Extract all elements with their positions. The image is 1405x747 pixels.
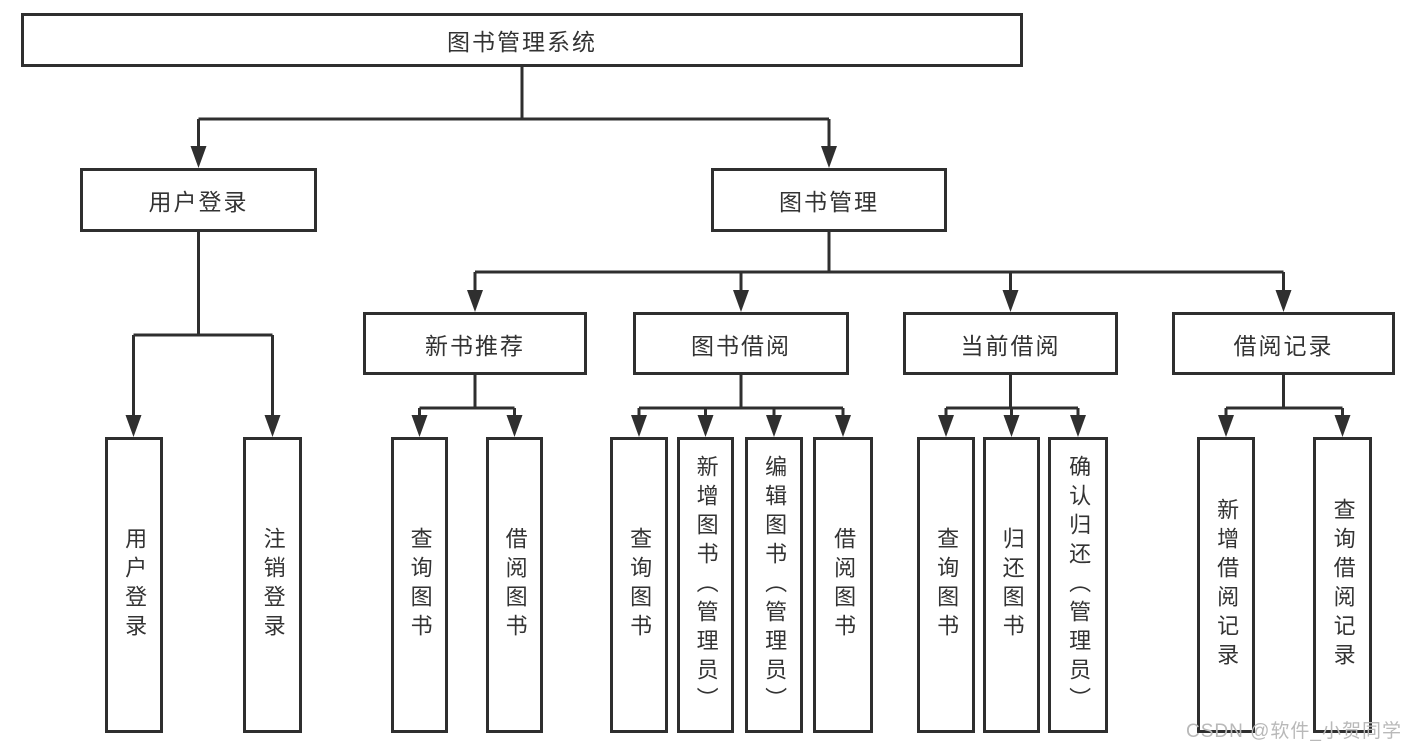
leaf-edit-book-admin-label: 编辑图书（管理员） <box>762 454 788 716</box>
leaf-query-borrow-record: 查询借阅记录 <box>1313 437 1372 733</box>
leaf-borrow-books-recommend-label: 借阅图书 <box>502 527 528 643</box>
leaf-edit-book-admin: 编辑图书（管理员） <box>745 437 803 733</box>
leaf-user-login: 用户登录 <box>105 437 163 733</box>
leaf-query-books-recommend: 查询图书 <box>391 437 448 733</box>
leaf-logout: 注销登录 <box>243 437 302 733</box>
leaf-borrow-books-recommend: 借阅图书 <box>486 437 543 733</box>
node-current-borrowing: 当前借阅 <box>903 312 1118 375</box>
leaf-query-books-borrowing-label: 查询图书 <box>627 527 653 643</box>
node-library-system: 图书管理系统 <box>21 13 1023 67</box>
leaf-borrow-books-borrowing: 借阅图书 <box>813 437 873 733</box>
leaf-add-book-admin: 新增图书（管理员） <box>677 437 734 733</box>
leaf-query-books-recommend-label: 查询图书 <box>407 527 433 643</box>
leaf-confirm-return-admin: 确认归还（管理员） <box>1048 437 1108 733</box>
node-book-management-branch: 图书管理 <box>711 168 947 232</box>
leaf-borrow-books-borrowing-label: 借阅图书 <box>831 527 857 643</box>
node-borrowing-records: 借阅记录 <box>1172 312 1395 375</box>
node-new-book-recommend: 新书推荐 <box>363 312 587 375</box>
leaf-return-book-label: 归还图书 <box>999 527 1025 643</box>
leaf-query-books-current-label: 查询图书 <box>934 527 960 643</box>
leaf-user-login-label: 用户登录 <box>122 527 148 643</box>
leaf-confirm-return-admin-label: 确认归还（管理员） <box>1066 454 1092 716</box>
node-user-login-branch: 用户登录 <box>80 168 317 232</box>
leaf-new-borrow-record-label: 新增借阅记录 <box>1214 498 1240 672</box>
leaf-add-book-admin-label: 新增图书（管理员） <box>693 454 719 716</box>
leaf-query-books-borrowing: 查询图书 <box>610 437 668 733</box>
leaf-query-borrow-record-label: 查询借阅记录 <box>1330 498 1356 672</box>
node-book-borrowing: 图书借阅 <box>633 312 849 375</box>
leaf-query-books-current: 查询图书 <box>917 437 975 733</box>
watermark: CSDN @软件_小贺同学 <box>1186 721 1402 742</box>
leaf-logout-label: 注销登录 <box>260 527 286 643</box>
leaf-return-book: 归还图书 <box>983 437 1040 733</box>
leaf-new-borrow-record: 新增借阅记录 <box>1197 437 1255 733</box>
